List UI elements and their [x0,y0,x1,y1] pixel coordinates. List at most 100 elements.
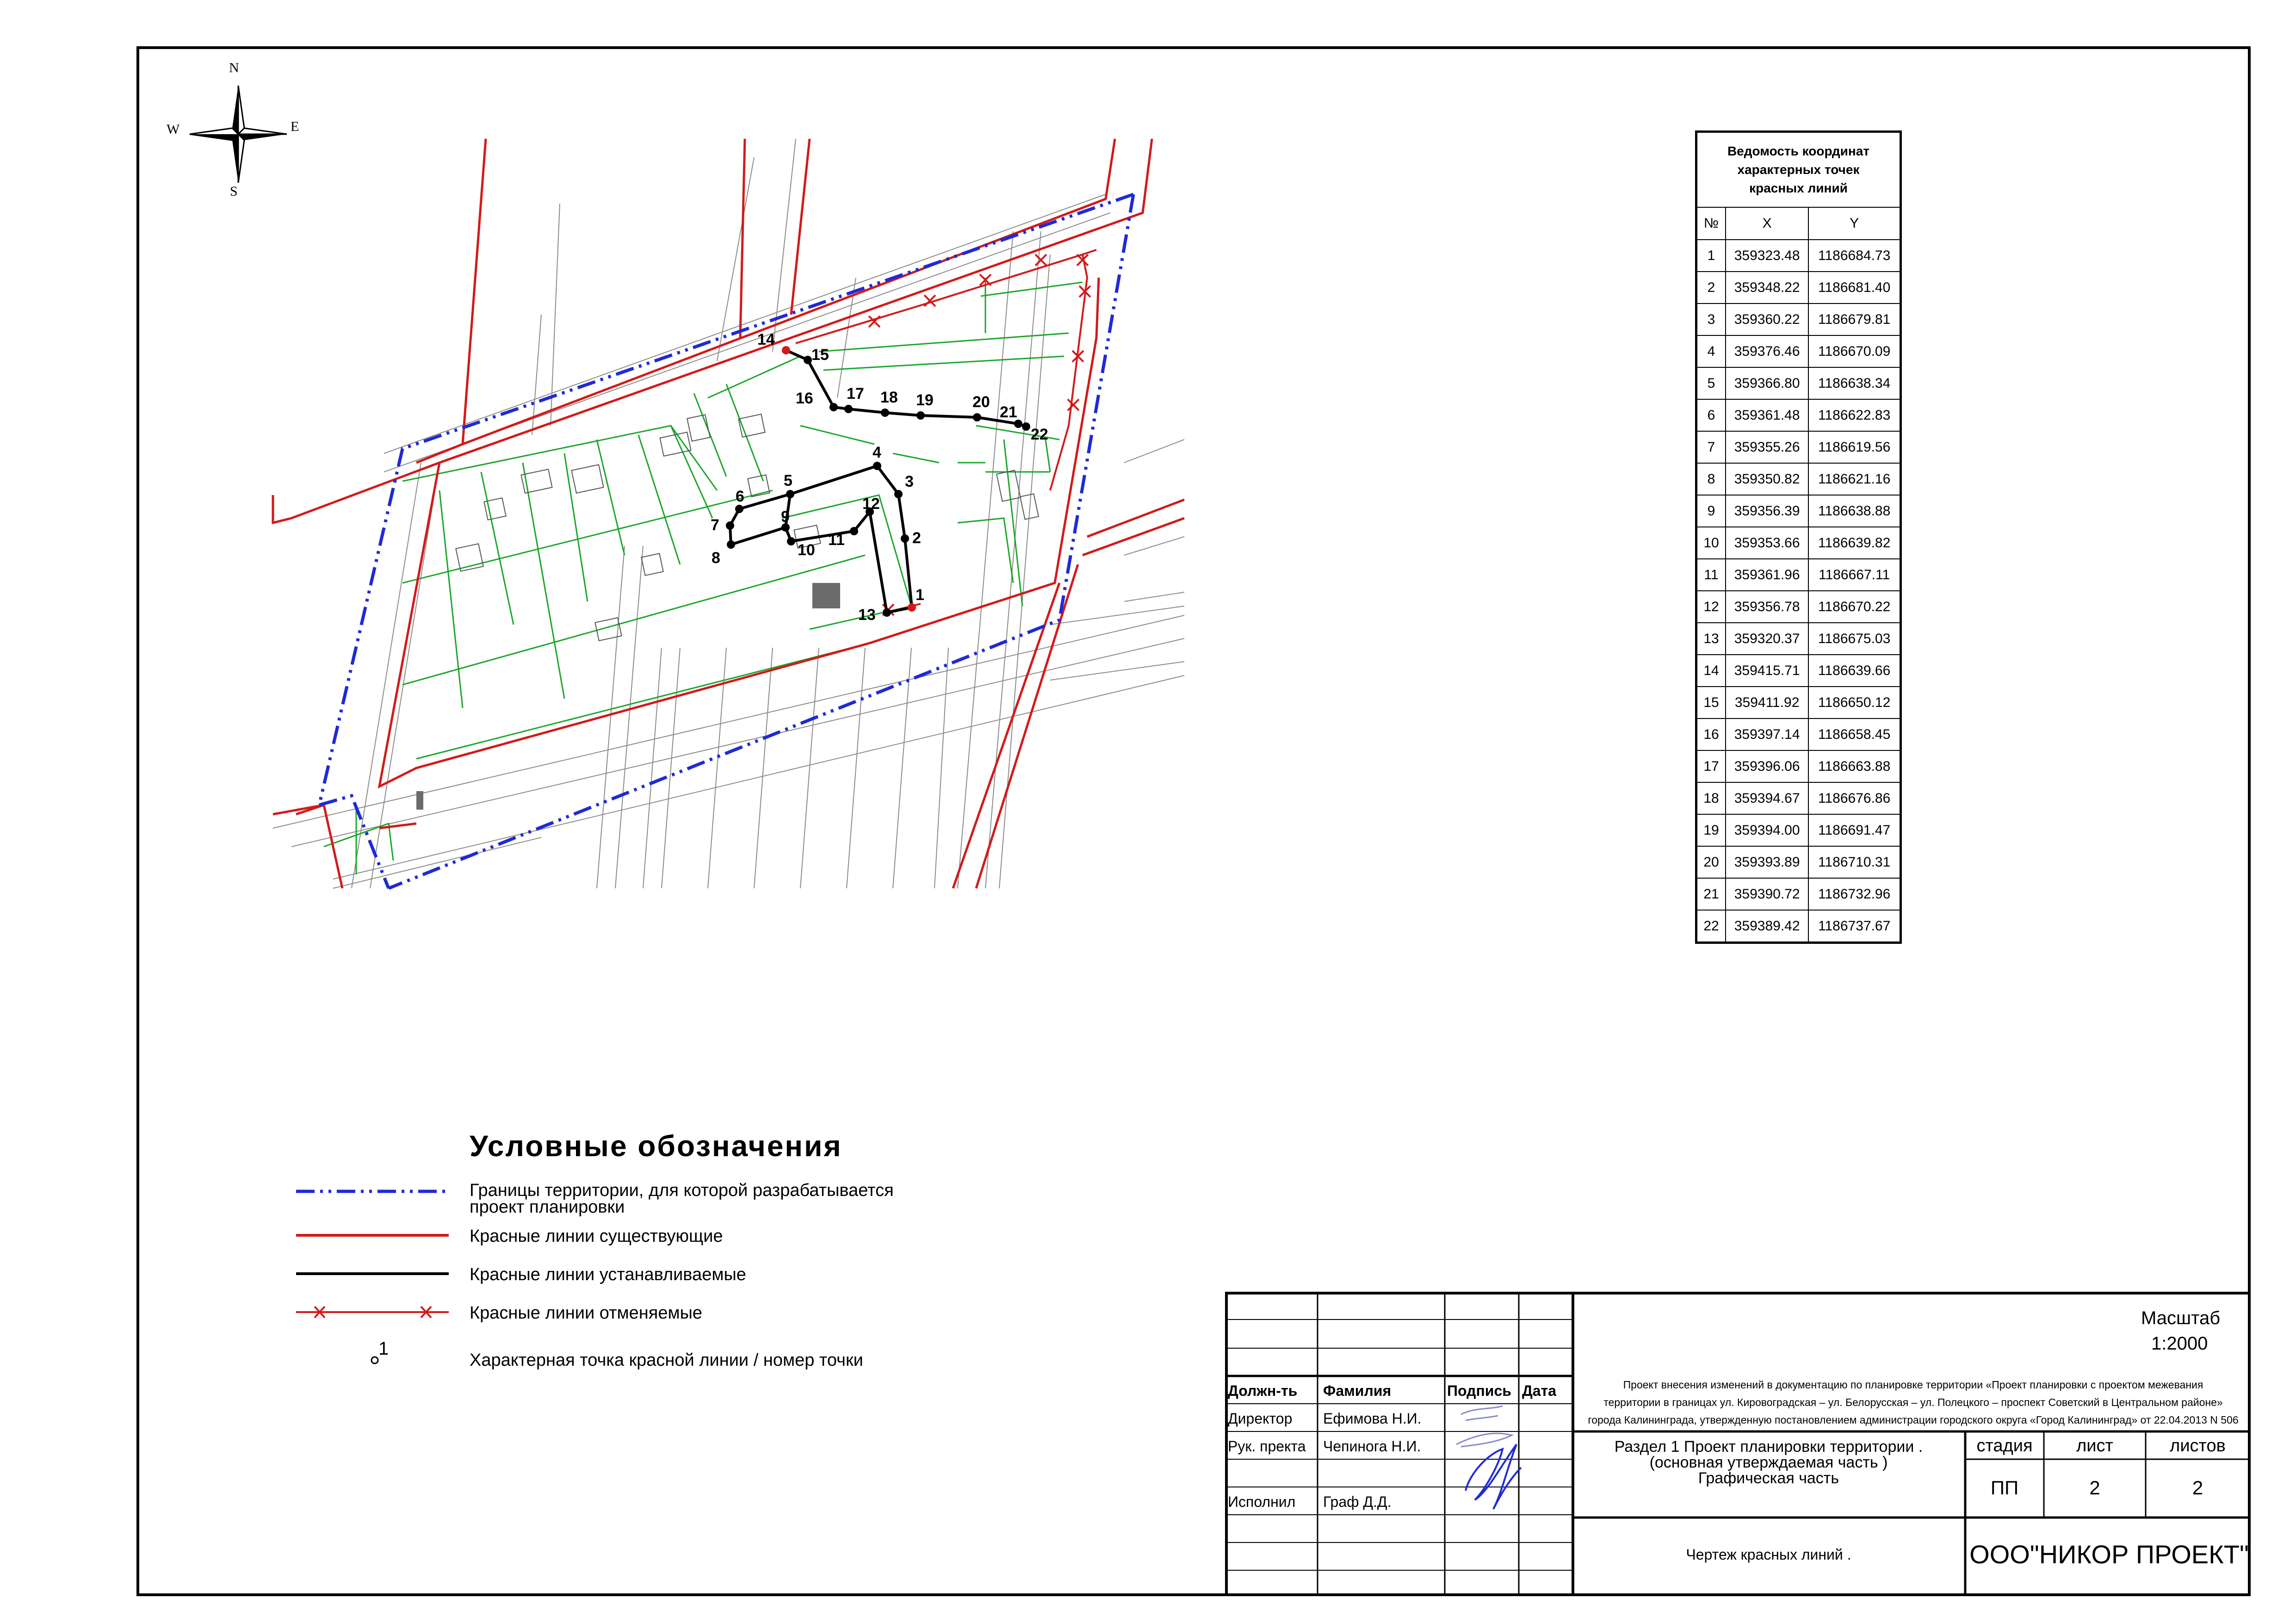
coordinates-table: Ведомость координат характерных точек кр… [1695,130,1902,944]
cell-x: 359361.96 [1725,558,1809,591]
cell-x: 359356.78 [1725,590,1809,623]
cell-y: 1186658.45 [1808,718,1901,751]
section-title: Раздел 1 Проект планировки территории . … [1614,1438,1923,1487]
cell-y: 1186663.88 [1808,750,1901,783]
cell-n: 7 [1696,431,1726,464]
scale-value: 1:2000 [2151,1333,2208,1354]
cell-y: 1186675.03 [1808,622,1901,655]
cell-n: 3 [1696,303,1726,336]
cell-n: 16 [1696,718,1726,751]
cell-y: 1186622.83 [1808,399,1901,432]
point-label: 4 [873,444,881,461]
cell-x: 359361.48 [1725,399,1809,432]
established-red-lines [728,349,1027,614]
point-label: 8 [712,549,720,567]
characteristic-point [782,346,790,354]
point-label: 2 [912,529,921,547]
cell-n: 9 [1696,495,1726,527]
legend-point-symbol [371,1356,379,1364]
director-signature [1461,1405,1503,1421]
legend-symbols [296,1189,449,1364]
point-label: 18 [880,389,898,406]
staff-surname-1: Ефимова Н.И. [1323,1410,1422,1427]
coordinates-table-title: Ведомость координат характерных точек кр… [1696,131,1901,208]
column-header-y: Y [1808,207,1901,240]
cancelled-marker-icon [1076,254,1089,266]
header-signature: Подпись [1447,1382,1511,1399]
cancelled-marker-icon [1067,398,1080,411]
sheets-label: листов [2170,1436,2226,1456]
cell-y: 1186684.73 [1808,239,1901,272]
cell-n: 21 [1696,878,1726,911]
cell-n: 14 [1696,654,1726,687]
staff-position-2: Рук. пректа [1228,1438,1306,1455]
cell-n: 4 [1696,335,1726,368]
project-description: Проект внесения изменений в документацию… [1588,1379,2239,1426]
point-label: 13 [858,606,876,624]
parcel-boundaries [323,278,1083,874]
legend-title: Условные обозначения [470,1129,842,1163]
characteristic-point [883,608,891,617]
compass-north-label: N [229,60,239,75]
cancelled-marker-icon [1034,254,1047,266]
executor-signature [1465,1443,1522,1510]
cancelled-red-lines [795,249,1097,613]
cell-x: 359366.80 [1725,367,1809,400]
point-label: 15 [811,346,829,364]
cell-n: 15 [1696,686,1726,719]
cell-y: 1186732.96 [1808,878,1901,911]
cell-y: 1186676.86 [1808,782,1901,815]
cell-x: 359348.22 [1725,271,1809,304]
cancelled-marker-icon [923,294,936,307]
legend-point-label: Характерная точка красной линии / номер … [470,1350,863,1370]
header-date: Дата [1522,1382,1557,1399]
characteristic-point [844,405,853,413]
cell-y: 1186670.09 [1808,335,1901,368]
cell-y: 1186737.67 [1808,910,1901,943]
title-block: Должн-ть Фамилия Подпись Дата Директор Е… [1225,1292,2251,1596]
staff-surname-2: Чепинога Н.И. [1323,1438,1421,1455]
cell-y: 1186639.82 [1808,527,1901,559]
cell-x: 359360.22 [1725,303,1809,336]
characteristic-point [866,508,874,516]
staff-position-1: Директор [1228,1410,1293,1427]
cell-n: 19 [1696,814,1726,847]
characteristic-point [735,505,743,513]
sheet-value: 2 [2089,1477,2100,1499]
point-label: 11 [828,531,845,549]
compass-west-label: W [167,122,180,137]
cell-x: 359353.66 [1725,527,1809,559]
cell-y: 1186638.34 [1808,367,1901,400]
point-label: 5 [784,472,792,489]
cell-n: 8 [1696,463,1726,496]
characteristic-point [901,534,909,543]
point-label: 17 [847,385,864,403]
cell-y: 1186679.81 [1808,303,1901,336]
site-buildings [455,414,1040,641]
column-header-number: № [1696,207,1726,240]
cell-n: 2 [1696,271,1726,304]
drawing-frame [136,46,2251,1596]
staff-position-3: Исполнил [1228,1493,1296,1510]
cell-x: 359394.67 [1725,782,1809,815]
drawing-name: Чертеж красных линий . [1686,1546,1851,1563]
characteristic-point [804,356,812,364]
legend-boundary-label: Границы территории, для которой разрабат… [470,1181,894,1217]
legend: Условные обозначения Границы территории,… [296,1129,944,1388]
header-position: Должн-ть [1228,1382,1298,1399]
point-label: 22 [1031,426,1048,443]
compass-rose: N S W E [162,58,315,211]
point-label: 6 [736,488,744,505]
manager-signature [1456,1432,1514,1448]
